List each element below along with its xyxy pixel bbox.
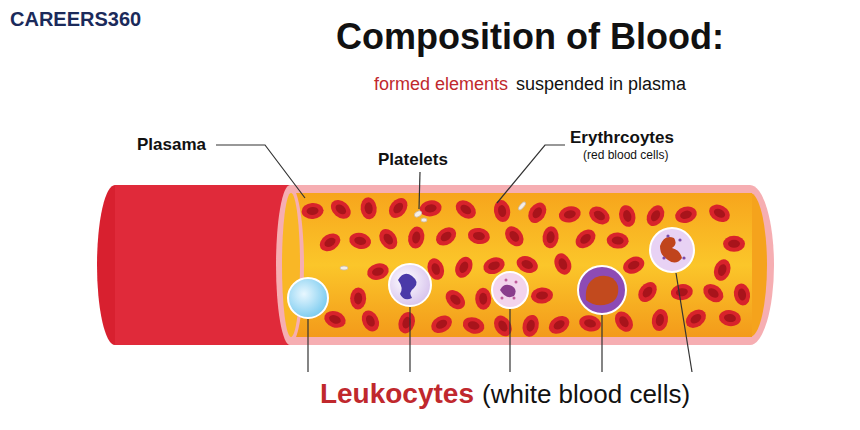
red-blood-cell <box>419 199 443 218</box>
red-blood-cell <box>557 204 582 224</box>
part-sublabel: (red blood cells) <box>583 149 668 163</box>
red-blood-cell <box>467 227 491 246</box>
part-label: Erythrcoytes <box>570 128 674 148</box>
red-blood-cell <box>541 226 559 250</box>
red-blood-cell <box>578 313 603 333</box>
red-blood-cell <box>617 203 638 228</box>
red-blood-cell <box>611 308 637 335</box>
red-blood-cell <box>406 225 426 249</box>
red-blood-cell <box>452 254 476 281</box>
vessel-opening <box>276 185 304 345</box>
red-blood-cell <box>525 199 551 226</box>
red-blood-cell <box>360 197 378 221</box>
red-blood-cell <box>322 308 348 331</box>
red-blood-cell <box>551 251 574 277</box>
subtitle: formed elements suspended in plasma <box>374 74 686 95</box>
logo: CAREERS360 <box>10 8 141 31</box>
red-blood-cell <box>670 283 694 302</box>
red-blood-cells <box>301 194 752 339</box>
red-blood-cell <box>606 232 629 249</box>
red-blood-cell <box>643 202 668 229</box>
red-blood-cell <box>432 223 459 249</box>
red-blood-cell <box>301 202 324 219</box>
label-text: suspended in plasma <box>516 74 686 94</box>
red-blood-cell <box>650 308 670 332</box>
red-blood-cell <box>442 286 469 313</box>
label-text: formed elements <box>374 74 508 94</box>
red-blood-cell <box>327 196 354 222</box>
red-blood-cell <box>673 204 699 225</box>
red-blood-cell <box>700 280 727 306</box>
red-blood-cell <box>634 278 660 305</box>
red-blood-cell <box>452 197 479 223</box>
label-text: (white blood cells) <box>482 379 690 409</box>
red-blood-cell <box>365 261 391 282</box>
red-blood-cell <box>546 312 573 337</box>
white-blood-cells <box>288 228 694 318</box>
red-blood-cell <box>350 287 367 310</box>
red-blood-cell <box>682 306 709 332</box>
label-text: Leukocytes <box>320 378 474 409</box>
group-label: Leukocytes (white blood cells) <box>320 378 690 410</box>
red-blood-cell <box>711 257 733 283</box>
red-blood-cell <box>706 201 733 225</box>
red-blood-cell <box>490 312 515 339</box>
red-blood-cell <box>316 230 343 255</box>
red-blood-cell <box>358 308 382 335</box>
red-blood-cell <box>620 253 647 277</box>
red-blood-cell <box>461 315 487 336</box>
leader-lines <box>216 145 692 372</box>
part-label: Plasama <box>137 135 206 155</box>
platelets <box>340 201 527 270</box>
red-blood-cell <box>520 313 541 338</box>
red-blood-cell <box>428 312 455 336</box>
red-blood-cell <box>501 223 527 250</box>
title: Composition of Blood: <box>336 16 724 57</box>
red-blood-cell <box>530 287 553 304</box>
red-blood-cell <box>475 287 492 310</box>
vessel-wall <box>115 185 295 345</box>
red-blood-cell <box>385 194 411 221</box>
red-blood-cell <box>723 236 745 252</box>
red-blood-cell <box>348 231 373 251</box>
red-blood-cell <box>732 282 752 306</box>
red-blood-cell <box>396 310 418 336</box>
red-blood-cell <box>572 226 599 252</box>
red-blood-cell <box>586 203 613 228</box>
red-blood-cell <box>492 199 512 223</box>
part-label: Platelets <box>378 150 448 170</box>
red-blood-cell <box>375 226 401 253</box>
red-blood-cell <box>718 309 742 328</box>
